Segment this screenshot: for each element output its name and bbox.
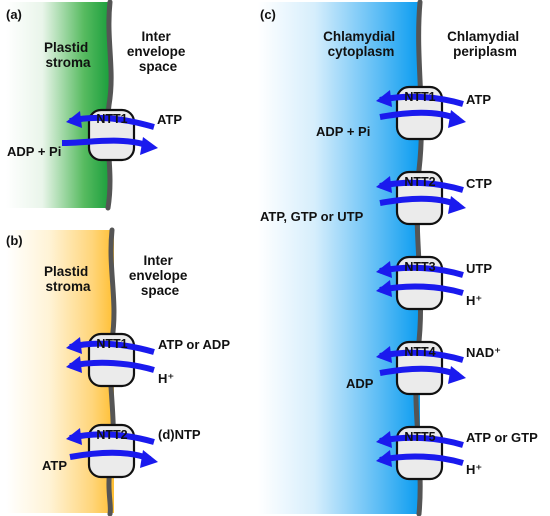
panel-b-right-region: Inter envelope space — [129, 253, 191, 298]
panel-b-left-region-line-1: Plastid — [44, 264, 88, 279]
panel-b-right-region-line-2: envelope — [129, 268, 188, 283]
transporter-ntt1-a-name: NTT1 — [96, 112, 127, 126]
transporter-ntt2-b-name: NTT2 — [96, 428, 127, 442]
panel-c: (c) Chlamydial cytoplasm Chlamydial peri… — [258, 0, 538, 516]
panel-a-left-region-line-1: Plastid — [44, 40, 88, 55]
transporter-ntt2-b-left-label: ATP — [42, 458, 67, 473]
import-arrow-c3-head — [376, 261, 392, 278]
transporter-ntt3-c-right-label: UTP — [466, 261, 492, 276]
panel-a-stroma-background — [6, 2, 110, 208]
export-arrow-c5-head — [376, 450, 392, 467]
export-arrow-c3-head — [376, 280, 392, 297]
panel-b-right-region-line-1: Inter — [143, 253, 173, 268]
export-arrow-c4-head — [448, 366, 466, 384]
panel-a-label: (a) — [6, 7, 22, 22]
panel-b-left-region-line-2: stroma — [45, 279, 91, 294]
transporter-ntt1-c-name: NTT1 — [404, 90, 435, 104]
panel-c-left-region-line-1: Chlamydial — [323, 29, 395, 44]
transporter-ntt1-b: NTT1 ATP or ADP H⁺ — [66, 332, 230, 388]
transporter-ntt1-a-right-label: ATP — [157, 112, 182, 127]
import-arrow-c2-head — [376, 176, 392, 193]
transporter-ntt4-c-right-label: NAD⁺ — [466, 345, 501, 360]
export-arrow-b1-head — [66, 356, 82, 373]
transporter-ntt1-b-name: NTT1 — [96, 337, 127, 351]
transporter-ntt1-b-right-label-2: H⁺ — [158, 371, 174, 386]
transporter-ntt5-c-right-label: ATP or GTP — [466, 430, 538, 445]
panel-a-right-region-line-2: envelope — [127, 44, 186, 59]
transporter-ntt5-c-right-label-2: H⁺ — [466, 462, 482, 477]
transporter-ntt2-b: NTT2 (d)NTP ATP — [42, 423, 201, 479]
export-arrow-c2-head — [448, 196, 466, 214]
transporter-ntt1-b-right-label: ATP or ADP — [158, 337, 230, 352]
panel-a-right-region: Inter envelope space — [127, 29, 189, 74]
panel-c-left-region-line-2: cytoplasm — [328, 44, 395, 59]
import-arrow-c1-head — [376, 90, 392, 107]
panel-c-right-region: Chlamydial periplasm — [447, 29, 523, 59]
export-arrow-c1-head — [448, 110, 466, 128]
transporter-ntt1-c-right-label: ATP — [466, 92, 491, 107]
panel-c-right-region-line-1: Chlamydial — [447, 29, 519, 44]
transporter-ntt2-c-left-label: ATP, GTP or UTP — [260, 209, 364, 224]
transporter-ntt4-c-name: NTT4 — [404, 345, 435, 359]
panel-a-membrane — [105, 0, 114, 211]
transporter-ntt2-c-right-label: CTP — [466, 176, 492, 191]
transporter-ntt1-c: NTT1 ATP ADP + Pi — [316, 85, 491, 141]
transporter-ntt3-c-right-label-2: H⁺ — [466, 293, 482, 308]
transporter-ntt4-c-left-label: ADP — [346, 376, 374, 391]
panel-c-cytoplasm-background — [258, 2, 420, 514]
export-arrow-a1 — [61, 137, 151, 149]
panel-a-left-region: Plastid stroma — [44, 40, 92, 70]
panel-a-right-region-line-1: Inter — [141, 29, 171, 44]
transporter-ntt2-b-right-label: (d)NTP — [158, 427, 201, 442]
transporter-ntt2-c: NTT2 CTP ATP, GTP or UTP — [260, 170, 492, 226]
transporter-ntt1-c-left-label: ADP + Pi — [316, 124, 370, 139]
import-arrow-c5-head — [376, 431, 392, 448]
transporter-ntt1-a-left-label: ADP + Pi — [7, 144, 61, 159]
panel-a: (a) Plastid stroma Inter envelope space … — [6, 0, 189, 211]
panel-a-right-region-line-3: space — [139, 59, 178, 74]
import-arrow-c4-head — [376, 346, 392, 363]
panel-b: (b) Plastid stroma Inter envelope space … — [6, 227, 230, 516]
panel-c-left-region: Chlamydial cytoplasm — [323, 29, 399, 59]
transporter-ntt4-c: NTT4 NAD⁺ ADP — [346, 340, 501, 396]
import-arrow-a1-head — [66, 111, 82, 128]
panel-b-label: (b) — [6, 233, 23, 248]
export-arrow-b2-head — [140, 450, 158, 468]
import-arrow-b1-head — [66, 337, 82, 354]
transporter-ntt5-c-name: NTT5 — [404, 430, 435, 444]
transporter-ntt2-c-name: NTT2 — [404, 175, 435, 189]
panel-a-left-region-line-2: stroma — [45, 55, 91, 70]
transporter-ntt1-a: NTT1 ATP ADP + Pi — [7, 108, 182, 162]
export-arrow-a1-head — [140, 137, 158, 155]
panel-b-left-region: Plastid stroma — [44, 264, 92, 294]
transporter-ntt3-c-name: NTT3 — [404, 260, 435, 274]
panel-c-right-region-line-2: periplasm — [453, 44, 517, 59]
panel-b-right-region-line-3: space — [141, 283, 180, 298]
transporter-ntt5-c: NTT5 ATP or GTP H⁺ — [376, 425, 538, 481]
import-arrow-b2-head — [66, 428, 82, 445]
panel-c-label: (c) — [260, 7, 276, 22]
transporter-ntt3-c: NTT3 UTP H⁺ — [376, 255, 492, 311]
